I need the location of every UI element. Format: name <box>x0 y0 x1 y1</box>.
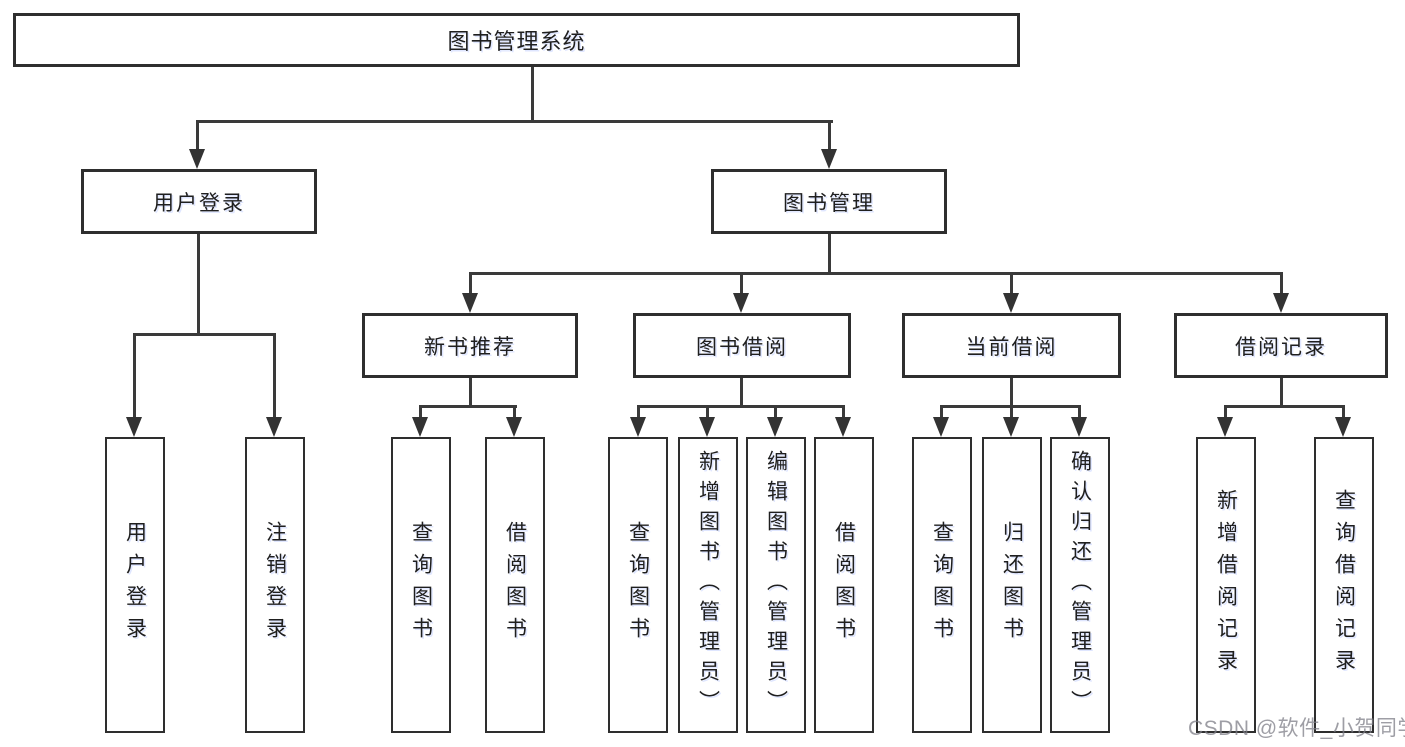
node-label: 归还图书 <box>1000 521 1024 649</box>
connector-line <box>774 408 777 419</box>
arrow-down-icon <box>1335 417 1351 437</box>
connector-line <box>469 378 472 407</box>
node-label: 当前借阅 <box>965 335 1058 359</box>
node-borrowing-records: 借阅记录 <box>1174 313 1388 378</box>
arrow-down-icon <box>1003 417 1019 437</box>
leaf-query-books-current: 查询图书 <box>912 437 972 733</box>
connector-line <box>940 405 1081 408</box>
leaf-user-login: 用户登录 <box>105 437 165 733</box>
connector-line <box>531 67 534 120</box>
node-label: 用户登录 <box>153 191 245 215</box>
connector-line <box>1224 405 1345 408</box>
connector-line <box>706 408 709 419</box>
arrow-down-icon <box>699 417 715 437</box>
leaf-borrow-books-borrowing: 借阅图书 <box>814 437 874 733</box>
leaf-query-books-recommend: 查询图书 <box>391 437 451 733</box>
connector-line <box>419 405 517 408</box>
node-label: 借阅图书 <box>503 521 527 649</box>
node-book-borrowing: 图书借阅 <box>633 313 851 378</box>
arrow-down-icon <box>1273 293 1289 313</box>
arrow-down-icon <box>821 149 837 169</box>
arrow-down-icon <box>1071 417 1087 437</box>
arrow-down-icon <box>189 149 205 169</box>
leaf-confirm-return-admin: 确认归还（管理员） <box>1050 437 1110 733</box>
node-label: 图书借阅 <box>696 335 788 359</box>
arrow-down-icon <box>933 417 949 437</box>
connector-line <box>828 123 831 151</box>
arrow-down-icon <box>506 417 522 437</box>
leaf-add-borrow-record: 新增借阅记录 <box>1196 437 1256 733</box>
node-label: 新增借阅记录 <box>1214 489 1238 681</box>
node-new-book-recommendation: 新书推荐 <box>362 313 578 378</box>
arrow-down-icon <box>767 417 783 437</box>
csdn-watermark: CSDN @软件_小贺同学 <box>1188 717 1405 740</box>
node-label: 借阅记录 <box>1235 335 1327 359</box>
connector-line <box>842 408 845 419</box>
connector-line <box>197 234 200 333</box>
node-label: 图书管理系统 <box>447 29 586 54</box>
connector-line <box>133 336 136 419</box>
node-current-borrowing: 当前借阅 <box>902 313 1121 378</box>
node-book-management: 图书管理 <box>711 169 947 234</box>
arrow-down-icon <box>1003 293 1019 313</box>
connector-line <box>637 405 845 408</box>
connector-line <box>1342 408 1345 419</box>
connector-line <box>273 336 276 419</box>
connector-line <box>133 333 276 336</box>
connector-line <box>469 275 472 293</box>
node-label: 查询图书 <box>409 521 433 649</box>
leaf-add-books-admin: 新增图书（管理员） <box>678 437 738 733</box>
leaf-borrow-books-recommend: 借阅图书 <box>485 437 545 733</box>
leaf-query-borrow-record: 查询借阅记录 <box>1314 437 1374 733</box>
node-label: 新增图书（管理员） <box>696 450 720 720</box>
leaf-logout-login: 注销登录 <box>245 437 305 733</box>
arrow-down-icon <box>835 417 851 437</box>
connector-line <box>828 234 831 272</box>
connector-line <box>1010 275 1013 293</box>
arrow-down-icon <box>733 293 749 313</box>
leaf-edit-books-admin: 编辑图书（管理员） <box>746 437 806 733</box>
connector-line <box>1280 378 1283 407</box>
connector-line <box>1010 378 1013 407</box>
connector-line <box>1078 408 1081 419</box>
node-label: 查询图书 <box>626 521 650 649</box>
node-label: 查询图书 <box>930 521 954 649</box>
node-label: 借阅图书 <box>832 521 856 649</box>
node-label: 编辑图书（管理员） <box>764 450 788 720</box>
node-label: 确认归还（管理员） <box>1068 450 1092 720</box>
node-label: 查询借阅记录 <box>1332 489 1356 681</box>
node-label: 用户登录 <box>123 521 147 649</box>
node-user-login: 用户登录 <box>81 169 317 234</box>
connector-line <box>196 120 833 123</box>
arrow-down-icon <box>1217 417 1233 437</box>
connector-line <box>637 408 640 419</box>
connector-line <box>740 378 743 407</box>
connector-line <box>469 272 1283 275</box>
connector-line <box>1280 275 1283 293</box>
node-root-library-system: 图书管理系统 <box>13 13 1020 67</box>
node-label: 注销登录 <box>263 521 287 649</box>
node-label: 新书推荐 <box>424 335 516 359</box>
arrow-down-icon <box>630 417 646 437</box>
leaf-query-books-borrowing: 查询图书 <box>608 437 668 733</box>
node-label: 图书管理 <box>783 191 875 215</box>
connector-line <box>740 275 743 293</box>
arrow-down-icon <box>412 417 428 437</box>
connector-line <box>1224 408 1227 419</box>
arrow-down-icon <box>266 417 282 437</box>
connector-line <box>419 408 422 419</box>
connector-line <box>196 123 199 151</box>
arrow-down-icon <box>126 417 142 437</box>
arrow-down-icon <box>462 293 478 313</box>
connector-line <box>1010 408 1013 419</box>
leaf-return-books: 归还图书 <box>982 437 1042 733</box>
connector-line <box>940 408 943 419</box>
connector-line <box>513 408 516 419</box>
